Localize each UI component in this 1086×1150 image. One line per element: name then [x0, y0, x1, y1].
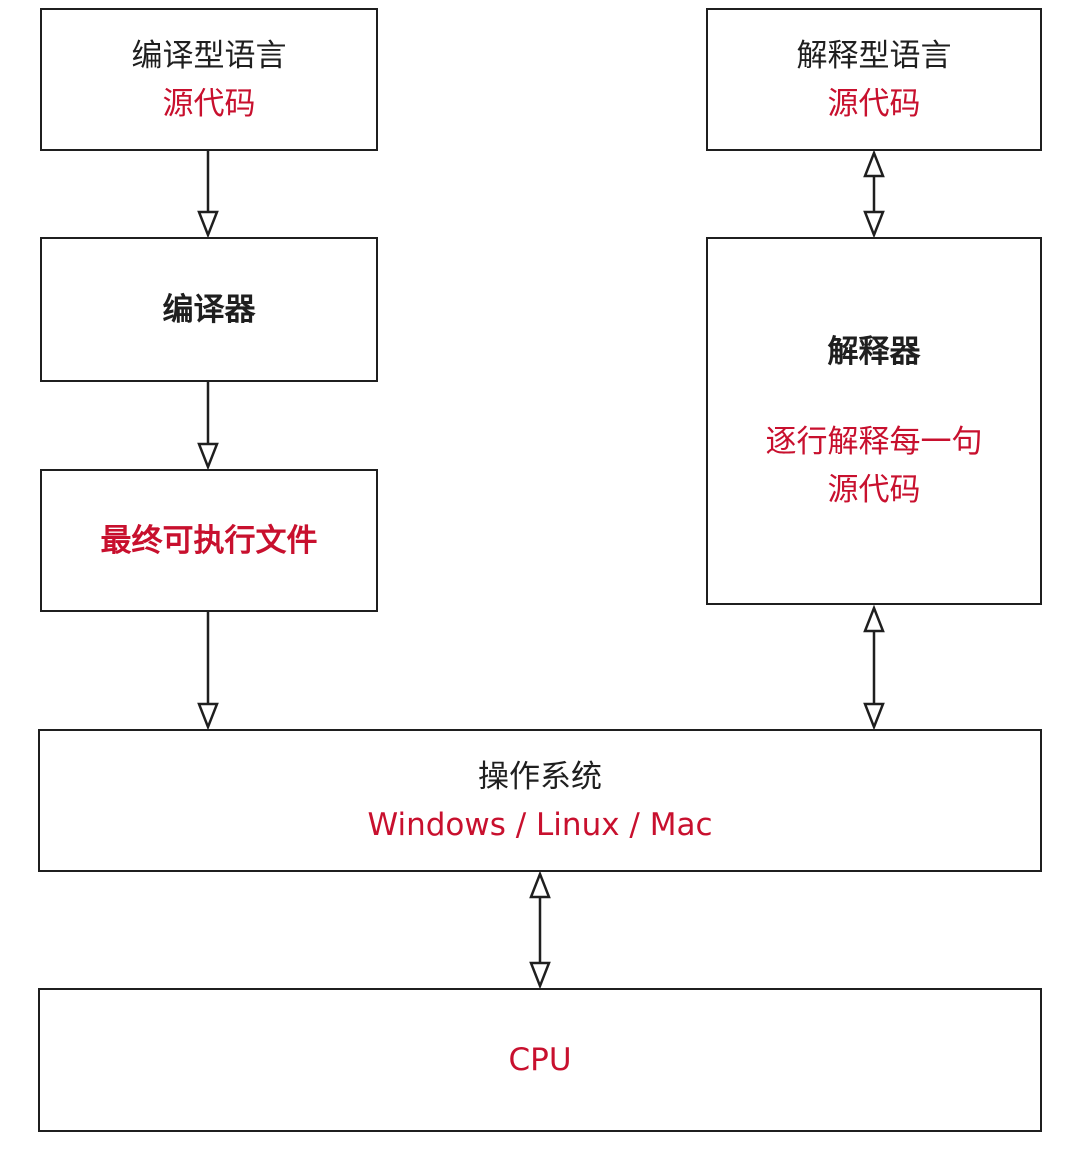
- cpu-title: CPU: [508, 1042, 572, 1078]
- compiler-node: 编译器: [40, 237, 378, 382]
- edge-compiler-to-executable: [197, 382, 219, 471]
- executable-node: 最终可执行文件: [40, 469, 378, 612]
- interpreter-node: 解释器 逐行解释每一句 源代码: [706, 237, 1042, 605]
- arrowhead-down: [863, 210, 885, 239]
- interpreter-description-line1: 逐行解释每一句: [765, 424, 983, 460]
- arrowhead-down: [529, 961, 551, 990]
- interpreted-source-title: 解释型语言: [796, 37, 952, 74]
- arrowhead-down: [863, 702, 885, 731]
- interpreter-description-line2: 源代码: [827, 472, 921, 508]
- edge-interpreter-to-operating-system: [863, 604, 885, 731]
- edge-operating-system-to-cpu: [529, 870, 551, 990]
- edge-executable-to-operating-system: [197, 612, 219, 731]
- operating-system-subtitle: Windows / Linux / Mac: [367, 806, 713, 843]
- arrowhead-up: [863, 604, 885, 633]
- compiler-title: 编译器: [162, 291, 256, 328]
- compiled-source-subtitle: 源代码: [162, 85, 256, 122]
- arrowhead-up: [529, 870, 551, 899]
- arrowhead-down: [197, 210, 219, 239]
- compiled-source-title: 编译型语言: [131, 37, 287, 74]
- interpreted-source-subtitle: 源代码: [827, 85, 921, 122]
- executable-title: 最终可执行文件: [100, 522, 318, 559]
- interpreter-title: 解释器: [827, 334, 921, 370]
- compiled-source-node: 编译型语言 源代码: [40, 8, 378, 151]
- arrowhead-up: [863, 149, 885, 178]
- interpreted-source-node: 解释型语言 源代码: [706, 8, 1042, 151]
- arrowhead-down: [197, 702, 219, 731]
- cpu-node: CPU: [38, 988, 1042, 1132]
- arrowhead-down: [197, 442, 219, 471]
- edge-compiled-source-to-compiler: [197, 151, 219, 239]
- edge-interpreted-source-to-interpreter: [863, 149, 885, 239]
- operating-system-node: 操作系统 Windows / Linux / Mac: [38, 729, 1042, 872]
- operating-system-title: 操作系统: [478, 758, 602, 795]
